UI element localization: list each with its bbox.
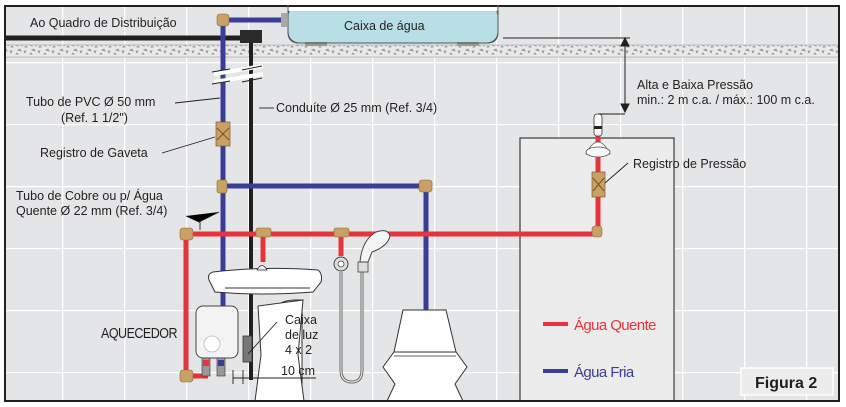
label-distance: 10 cm — [281, 364, 315, 378]
pipe-fittings — [179, 13, 603, 383]
pressure-valve-icon — [591, 171, 606, 198]
figure-title: Figura 2 — [755, 375, 817, 392]
diagram-frame — [4, 5, 840, 402]
junction-box-icon — [242, 335, 253, 363]
shower-head-icon — [585, 113, 625, 158]
toilet-icon — [382, 309, 468, 402]
legend-label-hot: Água Quente — [574, 317, 656, 334]
label-pvc-pipe-1: Tubo de PVC Ø 50 mm — [26, 95, 155, 109]
distance-dimension — [232, 370, 316, 384]
ceiling-slab — [5, 45, 839, 57]
label-pressure-valve: Registro de Pressão — [633, 157, 746, 171]
label-copper-pipe-2: Quente Ø 22 mm (Ref. 3/4) — [16, 204, 167, 218]
label-gate-valve: Registro de Gaveta — [40, 146, 148, 160]
label-heater: AQUECEDOR — [101, 325, 178, 341]
label-junction-box-3: 4 x 2 — [285, 343, 312, 357]
legend-label-cold: Água Fria — [574, 364, 635, 381]
water-heater-icon — [195, 305, 239, 377]
label-distribution-board: Ao Quadro de Distribuição — [30, 16, 177, 30]
gate-valve-icon — [215, 121, 231, 147]
label-conduit: Conduíte Ø 25 mm (Ref. 3/4) — [276, 101, 437, 115]
pressure-dimension — [503, 36, 630, 114]
figure-label-box — [740, 367, 834, 396]
label-copper-pipe-1: Tubo de Cobre ou p/ Água — [16, 188, 163, 203]
label-junction-box-2: de luz — [285, 328, 318, 342]
label-water-tank: Caixa de água — [344, 19, 425, 33]
hand-shower-icon — [333, 230, 391, 384]
junction-box-top — [240, 30, 262, 43]
label-pressure-1: Alta e Baixa Pressão — [637, 78, 753, 92]
sink-icon — [208, 265, 323, 402]
label-pvc-pipe-2: (Ref. 1 1/2") — [61, 111, 128, 125]
label-pressure-2: min.: 2 m c.a. / máx.: 100 m c.a. — [637, 93, 815, 107]
label-junction-box-1: Caixa — [285, 313, 317, 327]
